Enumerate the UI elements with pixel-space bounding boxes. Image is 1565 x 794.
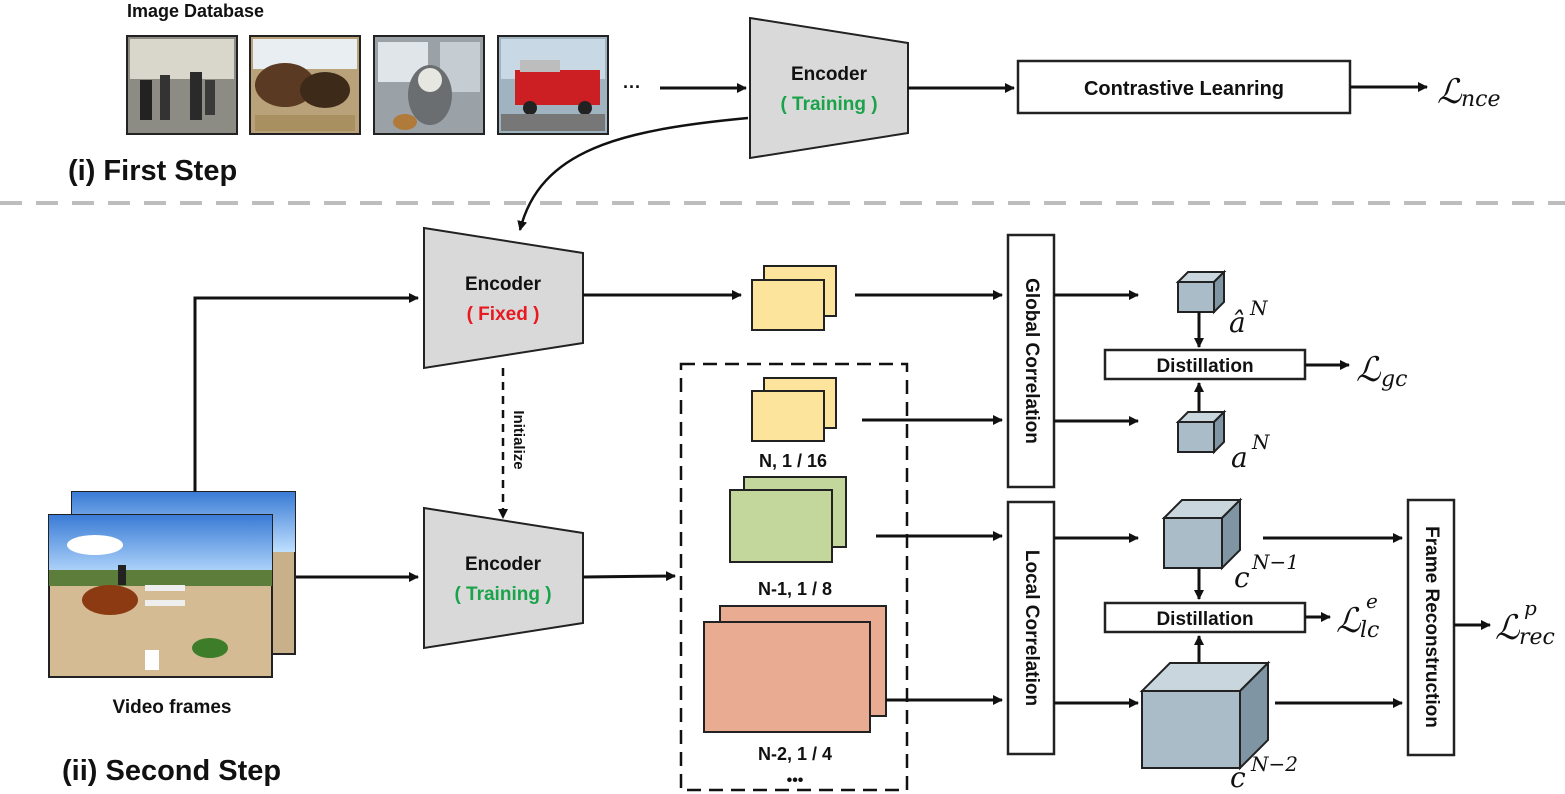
frame-reconstruction-label: Frame Reconstruction — [1421, 526, 1442, 728]
feature-level-n-minus-1-label: N-1, 1 / 8 — [758, 579, 832, 599]
local-correlation-label: Local Correlation — [1021, 550, 1042, 706]
database-ellipsis: ··· — [623, 77, 641, 97]
encoder-training-bottom — [423, 506, 584, 650]
feature-level-n-minus-2-label: N-2, 1 / 4 — [758, 744, 832, 764]
a-hat-superscript: N — [1249, 296, 1269, 320]
encoder-training-top — [749, 16, 909, 160]
contrastive-learning-box — [1016, 59, 1352, 115]
loss-rec-superscript: p — [1524, 596, 1537, 620]
loss-rec-symbol: ℒ — [1495, 608, 1521, 648]
distillation-bottom-label: Distillation — [1156, 609, 1253, 630]
cube-c-n-minus-2 — [1139, 660, 1271, 771]
first-step-title: (i) First Step — [68, 155, 237, 187]
feature-level-n-minus-2 — [703, 605, 887, 733]
global-correlation-box — [1006, 233, 1056, 489]
cube-a — [1175, 409, 1227, 455]
arrow-encoder-to-fixed — [517, 116, 749, 231]
c-n-minus-2-superscript: N−2 — [1250, 752, 1298, 776]
cube-a-hat — [1175, 269, 1227, 315]
image-database-label: Image Database — [127, 1, 264, 21]
a-superscript: N — [1251, 430, 1271, 454]
encoder-bottom-state: ( Training ) — [454, 584, 551, 605]
local-correlation-box — [1006, 500, 1056, 756]
encoder-top-state: ( Training ) — [780, 94, 877, 115]
loss-lc-superscript: e — [1366, 589, 1378, 613]
loss-gc-symbol: ℒ — [1356, 350, 1382, 390]
encoder-fixed-label: Encoder — [465, 274, 542, 295]
distillation-bottom-box — [1103, 601, 1307, 634]
encoder-top-label: Encoder — [791, 64, 868, 85]
a-hat-symbol: â — [1229, 306, 1246, 339]
encoder-fixed-state: ( Fixed ) — [467, 304, 540, 325]
feature-level-n-label: N, 1 / 16 — [759, 451, 827, 471]
arrow-frames-to-fixed — [193, 293, 419, 492]
c-n-minus-1-symbol: c — [1234, 561, 1250, 594]
loss-lc-symbol: ℒ — [1336, 601, 1362, 641]
loss-nce-symbol: ℒ — [1437, 72, 1463, 112]
thumbnail-musicians — [126, 35, 238, 135]
initialize-label: Initialize — [510, 410, 527, 469]
contrastive-learning-label: Contrastive Leanring — [1084, 78, 1284, 100]
cube-c-n-minus-1 — [1161, 497, 1243, 571]
global-correlation-label: Global Correlation — [1021, 278, 1042, 444]
loss-lc-subscript: lc — [1360, 618, 1379, 643]
fixed-feature-map — [751, 265, 837, 331]
thumbnail-fire-truck — [497, 35, 609, 135]
video-frames-label: Video frames — [113, 697, 232, 718]
encoder-fixed — [423, 226, 584, 370]
second-step-title: (ii) Second Step — [62, 755, 281, 787]
loss-gc-subscript: gc — [1381, 367, 1407, 392]
feature-level-n — [751, 377, 837, 442]
thumbnail-dog — [373, 35, 485, 135]
loss-nce-subscript: nce — [1461, 87, 1501, 112]
encoder-bottom-label: Encoder — [465, 554, 542, 575]
distillation-top-label: Distillation — [1156, 356, 1253, 377]
a-symbol: a — [1231, 441, 1248, 474]
loss-rec-subscript: rec — [1519, 625, 1555, 650]
frame-reconstruction-box — [1406, 498, 1456, 757]
arrow-training-to-features — [582, 571, 676, 582]
video-frames-image — [48, 491, 296, 678]
image-database-thumbnails — [126, 35, 609, 135]
feature-levels-ellipsis: ••• — [787, 772, 804, 789]
thumbnail-oxen — [249, 35, 361, 135]
multi-level-features-box — [679, 362, 909, 792]
c-n-minus-2-symbol: c — [1230, 761, 1246, 794]
c-n-minus-1-superscript: N−1 — [1251, 550, 1299, 574]
feature-level-n-minus-1 — [729, 476, 847, 563]
